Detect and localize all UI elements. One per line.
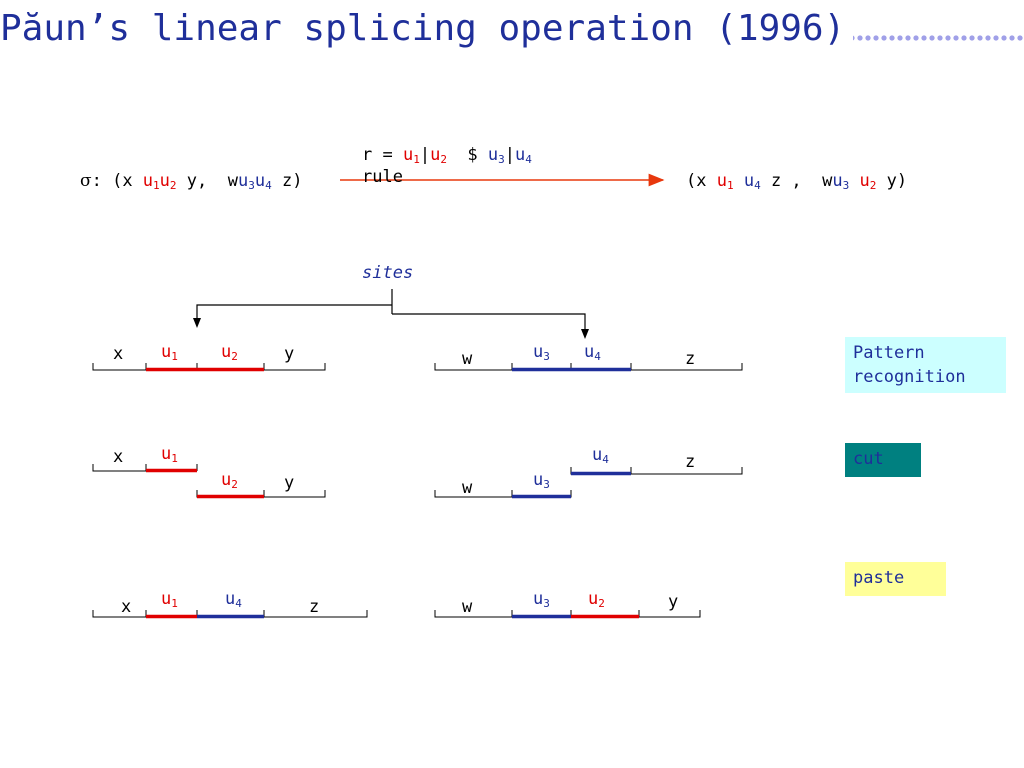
label-y: y [284,473,295,493]
sites-arrowhead-left [193,318,201,328]
label-u2: u2 [221,342,238,363]
label-x: x [113,344,124,364]
rule-label: rule [362,167,403,187]
label-z: z [685,452,696,472]
label-u1: u1 [161,342,178,363]
label-u3: u3 [533,342,550,363]
label-u4: u4 [225,589,242,610]
label-u3: u3 [533,470,550,491]
label-w: w [462,349,473,369]
pattern-recognition-box: Pattern recognition [845,337,1006,393]
label-w: w [462,597,473,617]
splicing-rule: r = u1|u2 $ u3|u4 [362,145,532,166]
label-u1: u1 [161,589,178,610]
cut-box: cut [845,443,921,477]
label-y: y [668,592,679,612]
sites-connector [196,289,586,334]
sites-arrowhead-right [581,329,589,339]
label-x: x [121,597,132,617]
sites-label: sites [362,263,414,283]
label-z: z [685,349,696,369]
label-u2: u2 [588,589,605,610]
splicing-result: (x u1 u4 z , wu3 u2 y) [686,171,908,192]
label-x: x [113,447,124,467]
label-z: z [309,597,320,617]
label-u2: u2 [221,470,238,491]
page-title: Păun’s linear splicing operation (1996) [0,6,854,52]
label-w: w [462,478,473,498]
label-u4: u4 [584,342,601,363]
label-u1: u1 [161,444,178,465]
sigma-input: σ: (x u1u2 y, wu3u4 z) [80,171,303,192]
label-y: y [284,344,295,364]
label-u3: u3 [533,589,550,610]
paste-box: paste [845,562,946,596]
label-u4: u4 [592,445,609,466]
